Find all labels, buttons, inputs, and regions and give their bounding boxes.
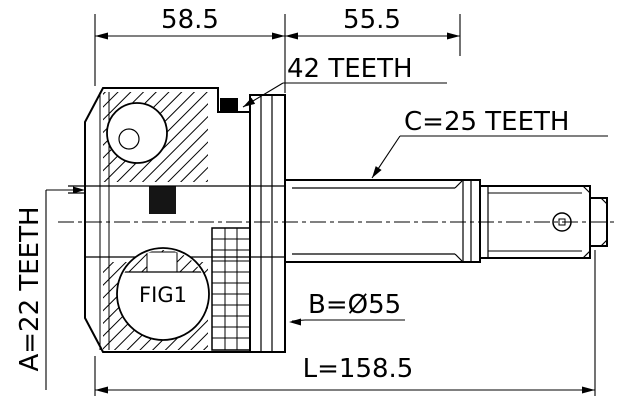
abs-tone-ring <box>211 98 251 351</box>
top-dimension-lines: 58.5 55.5 <box>94 5 461 93</box>
teeth-a-label: A=22 TEETH <box>15 206 45 371</box>
ball-bearing <box>106 102 168 164</box>
spline-contact-block <box>149 186 176 214</box>
teeth-42-label: 42 TEETH <box>287 54 413 84</box>
drive-shaft <box>284 179 481 263</box>
bottom-dimension: L=158.5 <box>94 250 596 396</box>
tone-ring-section <box>220 98 238 112</box>
callout-c-25-teeth: C=25 TEETH <box>371 107 608 179</box>
total-length-label: L=158.5 <box>303 354 414 384</box>
callout-42-teeth: 42 TEETH <box>242 54 447 108</box>
bell-mouth-rim <box>249 94 286 353</box>
dim-58-5-label: 58.5 <box>161 5 219 35</box>
callout-b-diameter: B=Ø55 <box>289 290 405 326</box>
callout-a-22-teeth: A=22 TEETH <box>15 186 85 390</box>
diameter-b-label: B=Ø55 <box>308 290 401 320</box>
teeth-c-label: C=25 TEETH <box>404 107 569 137</box>
fig1-label: FIG1 <box>139 283 187 307</box>
dim-55-5-label: 55.5 <box>343 5 401 35</box>
fig1-marker: FIG1 <box>116 247 210 341</box>
